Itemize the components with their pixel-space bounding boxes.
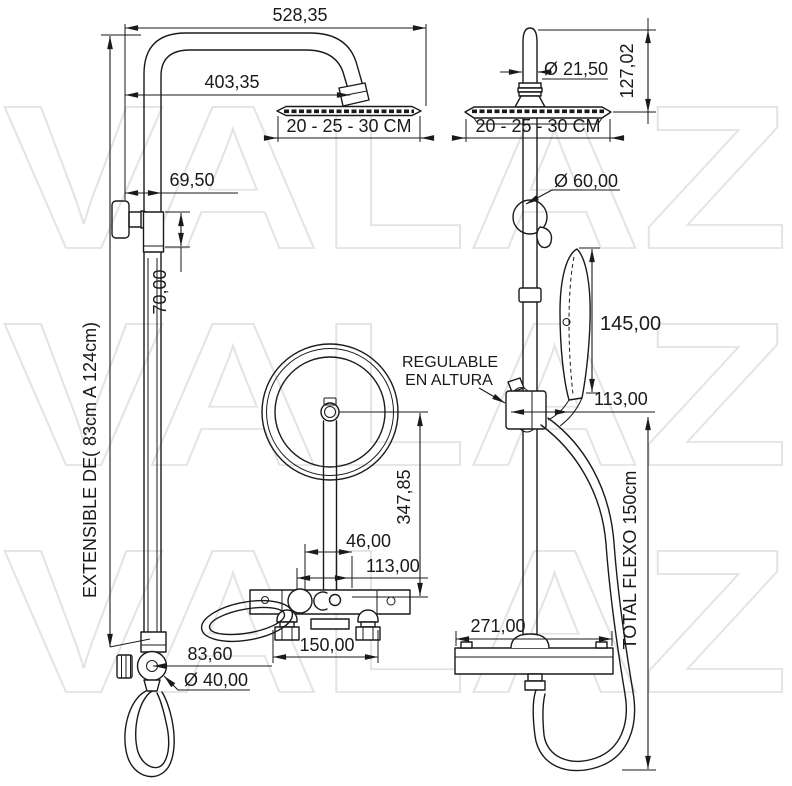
diverter-valve <box>116 631 168 692</box>
mount-nut-right <box>355 609 381 641</box>
watermark-row-3: VALAZ <box>3 507 789 736</box>
detail-pipe <box>322 420 338 593</box>
pipe-joint <box>518 287 542 303</box>
dim-wall-offset: 69,50 <box>169 170 214 190</box>
mixer-knob-top <box>287 588 313 614</box>
side-dimensions: Ø 21,50 127,02 20 - 25 - 30 CM Ø 60,00 1… <box>402 18 661 771</box>
dim-hose-length: TOTAL FLEXO 150cm <box>620 471 640 650</box>
dim-drop-height: 347,85 <box>394 469 414 524</box>
dim-bracket-travel: 70,00 <box>150 269 170 314</box>
dim-mixer-width: 271,00 <box>470 616 525 636</box>
dim-pipe-diameter: Ø 21,50 <box>544 59 608 79</box>
side-view: Ø 21,50 127,02 20 - 25 - 30 CM Ø 60,00 1… <box>402 18 661 772</box>
detail-hose-loop <box>200 599 294 643</box>
ring-hook <box>536 226 553 249</box>
mixer-top-view <box>200 588 411 643</box>
front-slider-bracket <box>142 211 165 253</box>
dim-slider-width: 113,00 <box>594 389 648 409</box>
rain-head-front <box>276 105 422 117</box>
shower-column-front <box>143 32 370 651</box>
dim-front-head-sizes: 20 - 25 - 30 CM <box>286 116 411 136</box>
detail-dimensions: 347,85 46,00 113,00 150,00 <box>272 411 428 663</box>
head-connector <box>514 82 546 108</box>
watermark-row-1: VALAZ <box>3 63 789 292</box>
side-column-pipe <box>522 27 538 649</box>
dim-pipe-offset: 46,00 <box>346 531 391 551</box>
brand-watermark: VALAZ VALAZ VALAZ <box>2 62 790 737</box>
rain-head-side <box>464 106 612 125</box>
dim-arm-total-width: 528,35 <box>272 5 327 25</box>
dim-holder-ring-diameter: Ø 60,00 <box>554 171 618 191</box>
label-adjustable-line2: EN ALTURA <box>405 372 493 389</box>
arm-ball-joint <box>338 82 370 107</box>
valve-knob <box>116 654 133 679</box>
dim-handshower-length: 145,00 <box>600 313 661 335</box>
dim-mount-spacing: 150,00 <box>299 635 354 655</box>
dim-column-extensible: EXTENSIBLE DE( 83cm A 124cm) <box>80 322 100 598</box>
front-dimensions: 528,35 403,35 69,50 70,00 EXTENSIBLE DE(… <box>80 5 435 691</box>
dim-head-drop: 127,02 <box>617 43 637 98</box>
dim-body-width: 113,00 <box>366 556 420 576</box>
dim-valve-diameter: Ø 40,00 <box>184 670 248 690</box>
dim-arm-reach: 403,35 <box>204 72 259 92</box>
side-hose <box>532 417 636 772</box>
dim-valve-offset: 83,60 <box>187 644 232 664</box>
front-hose <box>124 690 175 778</box>
hand-shower <box>547 248 591 427</box>
front-view: 528,35 403,35 69,50 70,00 EXTENSIBLE DE(… <box>80 5 435 778</box>
label-adjustable-line1: REGULABLE <box>402 354 498 371</box>
dim-side-head-sizes: 20 - 25 - 30 CM <box>475 116 600 136</box>
detail-view: 347,85 46,00 113,00 150,00 <box>200 343 428 663</box>
